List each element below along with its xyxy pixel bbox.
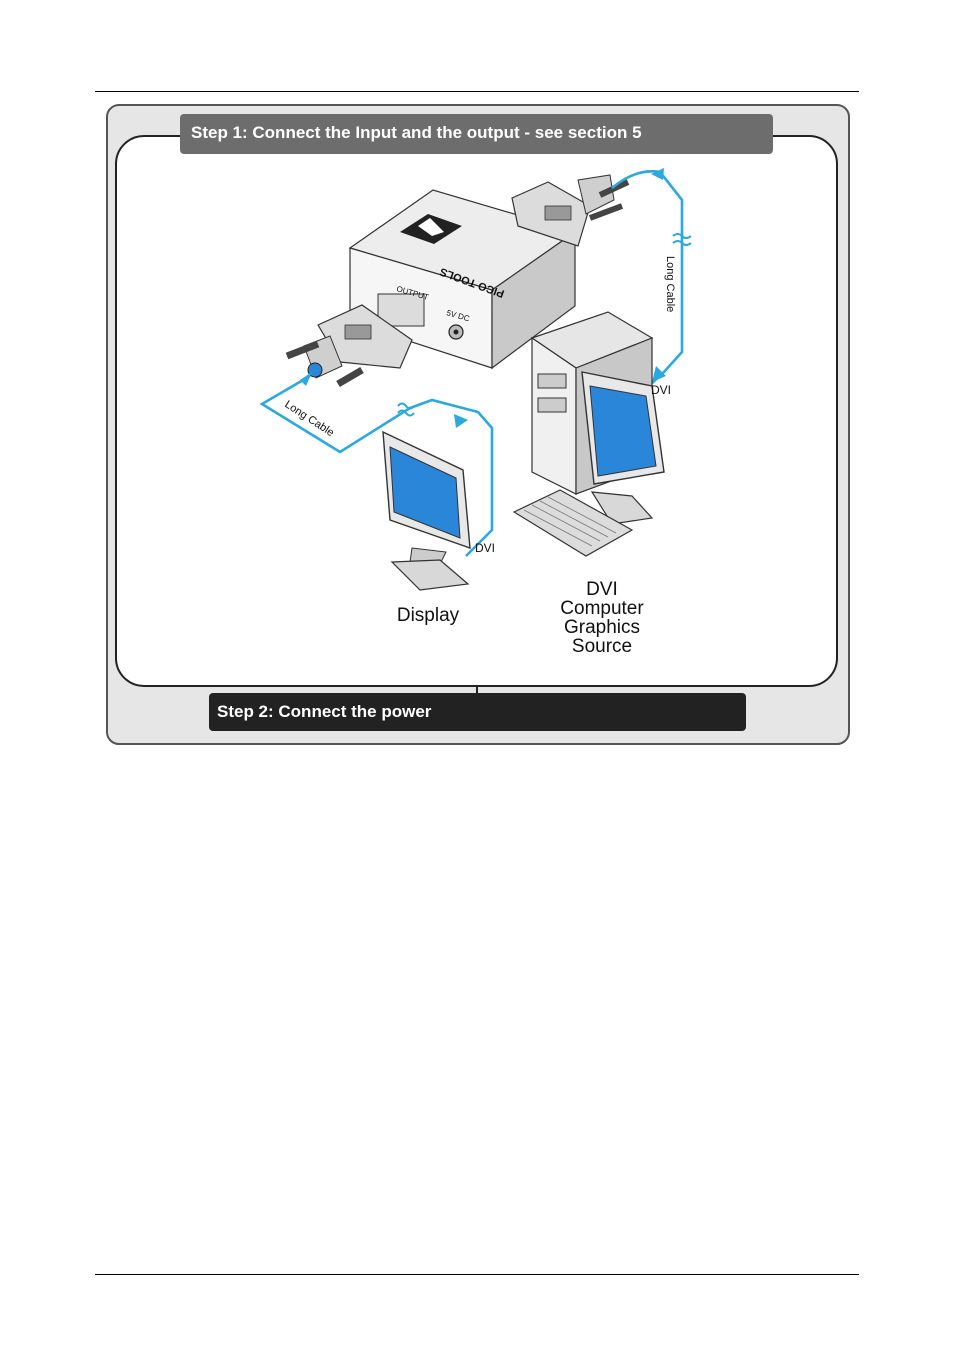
source-caption-line2: Computer <box>560 598 644 619</box>
display-monitor <box>382 430 471 591</box>
dvi-connector-input <box>511 174 630 247</box>
dvi-display-label: DVI <box>475 541 495 555</box>
header-rule <box>95 91 859 92</box>
source-caption-line1: DVI <box>586 579 618 600</box>
footer-rule <box>95 1274 859 1275</box>
kramer-logo-icon <box>400 214 462 244</box>
dvi-output-port <box>377 293 425 327</box>
computer-source <box>512 311 665 557</box>
long-cable-top-label: Long Cable <box>664 256 676 312</box>
dvi-connector-output <box>285 304 413 388</box>
step1-banner <box>180 114 773 154</box>
step2-banner <box>209 693 746 731</box>
source-caption-line4: Source <box>572 636 632 657</box>
step2-title: Step 2: Connect the power <box>217 702 432 721</box>
pico-device: PICO TOOLS OUTPUT 5V DC <box>348 189 577 370</box>
source-caption-line3: Graphics <box>564 617 640 638</box>
step1-title: Step 1: Connect the Input and the output… <box>191 123 642 142</box>
cable-output <box>259 374 494 557</box>
display-caption: Display <box>397 605 460 626</box>
keyboard <box>512 489 634 557</box>
cable-input <box>611 170 684 386</box>
dvi-source-label: DVI <box>651 383 671 397</box>
